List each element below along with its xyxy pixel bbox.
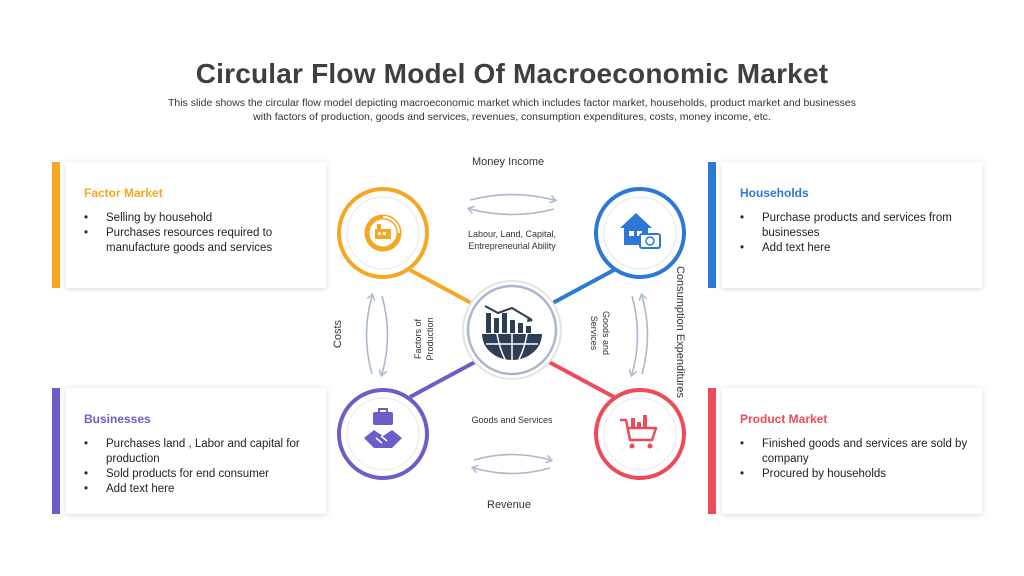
labour-label: Labour, Land, Capital, [467, 229, 557, 239]
globe-chart-icon [482, 305, 542, 360]
factors-of-text: Factors of [413, 319, 423, 360]
list-item: Sold products for end consumer [82, 467, 312, 482]
households-node [594, 187, 686, 279]
house-money-icon [620, 213, 661, 249]
product-market-list: Finished goods and services are sold by … [738, 437, 968, 482]
businesses-list: Purchases land , Labor and capital for p… [82, 437, 312, 497]
factor-market-title: Factor Market [84, 186, 163, 200]
list-item: Selling by household [82, 211, 312, 226]
list-item: Purchases land , Labor and capital for p… [82, 437, 312, 467]
product-market-accent-bar [708, 388, 716, 514]
handshake-briefcase-icon [364, 408, 402, 448]
costs-label: Costs [332, 319, 345, 349]
consumption-arrows [632, 296, 649, 374]
households-accent-bar [708, 162, 716, 288]
businesses-connector [409, 360, 476, 399]
households-title: Households [740, 186, 809, 200]
revenue-arrows [474, 453, 550, 475]
product-market-node [594, 388, 686, 480]
list-item: Purchases resources required to manufact… [82, 226, 312, 256]
factory-pie-icon [364, 214, 402, 252]
businesses-node [337, 388, 429, 480]
money-income-arrows [470, 193, 554, 216]
factor-market-card: Factor Market Selling by household Purch… [52, 162, 326, 288]
businesses-accent-bar [52, 388, 60, 514]
page-title: Circular Flow Model Of Macroeconomic Mar… [195, 58, 829, 89]
product-connector [548, 360, 615, 399]
goods-services-vertical-label: Goods and Services [588, 301, 612, 365]
page-subtitle: This slide shows the circular flow model… [167, 97, 857, 123]
list-item: Add text here [738, 241, 968, 256]
businesses-card: Businesses Purchases land , Labor and ca… [52, 388, 326, 514]
businesses-title: Businesses [84, 412, 151, 426]
factor-inputs-label: Labour, Land, Capital, Entrepreneurial A… [444, 228, 580, 252]
factor-connector [409, 268, 476, 307]
households-connector [548, 268, 615, 307]
factor-market-accent-bar [52, 162, 60, 288]
list-item: Procured by households [738, 467, 968, 482]
shopping-cart-icon [620, 415, 658, 449]
factor-market-node [337, 187, 429, 279]
list-item: Finished goods and services are sold by … [738, 437, 968, 467]
list-item: Add text here [82, 482, 312, 497]
center-node [462, 280, 562, 380]
factors-of-production-label: Factors of Production [412, 307, 436, 371]
list-item: Purchase products and services from busi… [738, 211, 968, 241]
entrepreneurial-label: Entrepreneurial Ability [468, 241, 556, 251]
revenue-label: Revenue [487, 499, 532, 511]
services-text: Services [589, 315, 599, 351]
money-income-label: Money Income [472, 156, 545, 168]
product-market-card: Product Market Finished goods and servic… [708, 388, 982, 514]
factor-market-list: Selling by household Purchases resources… [82, 211, 312, 256]
goods-and-text: Goods and [601, 310, 611, 356]
product-market-title: Product Market [740, 412, 828, 426]
production-text: Production [425, 317, 435, 361]
goods-services-label: Goods and Services [471, 415, 553, 425]
households-list: Purchase products and services from busi… [738, 211, 968, 256]
households-card: Households Purchase products and service… [708, 162, 982, 288]
consumption-expenditures-label: Consumption Expenditures [674, 265, 686, 399]
costs-arrows [365, 296, 389, 374]
